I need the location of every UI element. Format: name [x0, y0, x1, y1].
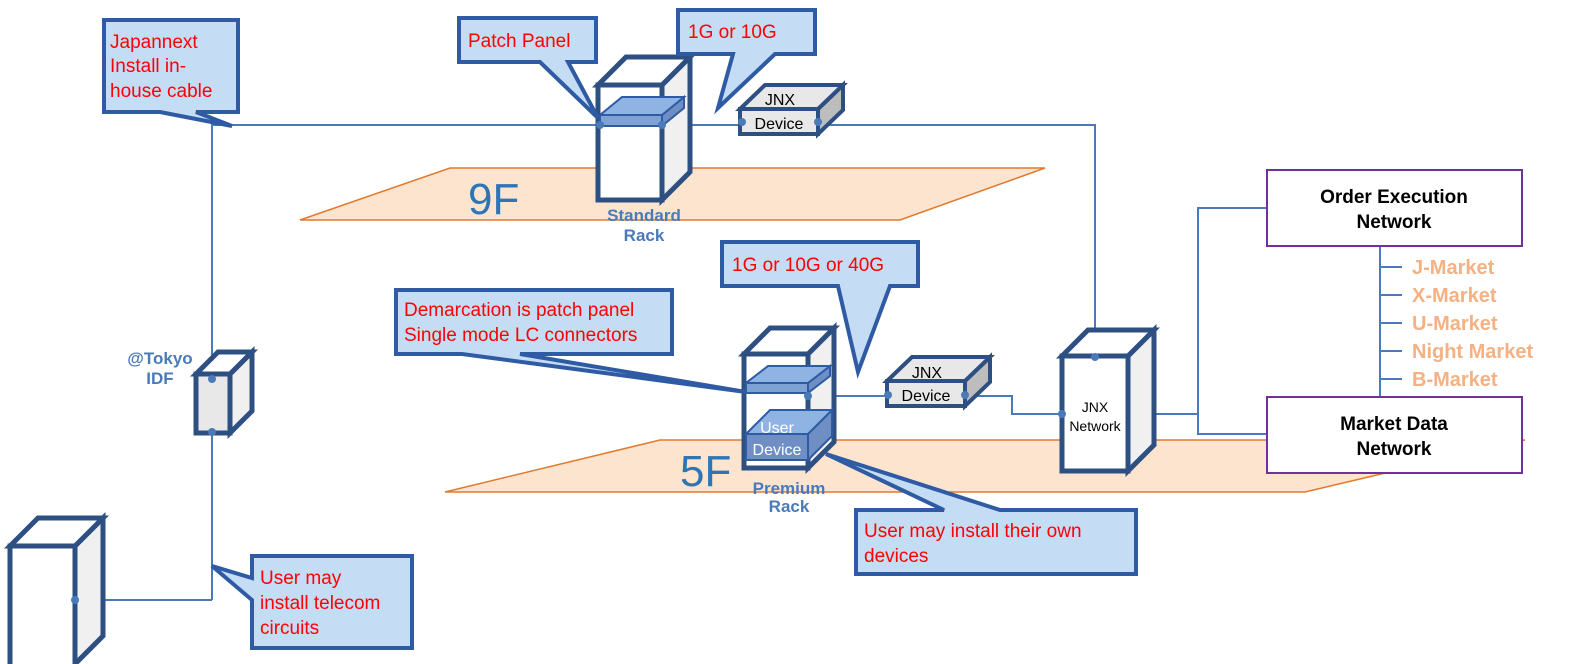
callout-text: 1G or 10G or 40G [732, 255, 884, 276]
user-device-label: Device [753, 442, 802, 459]
connection-point [596, 121, 604, 129]
callout-text: install telecom [260, 593, 380, 614]
connection-point [71, 596, 79, 604]
callout-telecom: User may install telecom circuits [210, 554, 414, 650]
callout-text: house cable [110, 81, 212, 102]
callout-text: Japannext [110, 32, 198, 53]
callout-text: devices [864, 546, 928, 567]
jnx-network-label: Network [1069, 418, 1121, 434]
patch-panel-lower [743, 363, 833, 396]
patch-panel-front [745, 382, 809, 394]
standard-rack-label: Rack [624, 226, 665, 245]
callout-shape [676, 8, 817, 115]
network-box-border [1266, 396, 1523, 474]
premium-rack: User Device [737, 321, 841, 475]
network-to-order-execution-line [1128, 207, 1268, 415]
connection-point [884, 391, 892, 399]
market-item: B-Market [1412, 369, 1498, 391]
callout-text: Demarcation is patch panel [404, 300, 634, 321]
patch-panel-front [599, 114, 663, 127]
connection-point [208, 375, 216, 383]
callout-speed-upper: 1G or 10G [676, 8, 817, 115]
jnx-device-label: Device [755, 116, 804, 133]
connection-point [961, 391, 969, 399]
floor-9f-label: 9F [468, 175, 519, 224]
connection-point [804, 392, 812, 400]
rack-front [1059, 353, 1131, 474]
tokyo-idf-box [189, 345, 259, 440]
callout-text: Install in- [110, 56, 186, 77]
connection-point [738, 118, 746, 126]
jnx-network-rack: JNX Network [1055, 323, 1161, 478]
market-list: J-Market X-Market U-Market Night Market … [1380, 257, 1533, 391]
callout-text: 1G or 10G [688, 22, 777, 43]
callout-shape [102, 18, 240, 128]
network-box-border [1266, 169, 1523, 247]
jnx-device-label: JNX [912, 365, 943, 382]
standard-rack-label: Standard [607, 206, 681, 225]
connection-point [208, 428, 216, 436]
network-title: Order Execution [1320, 187, 1468, 208]
callout-demarcation: Demarcation is patch panel Single mode L… [394, 288, 747, 394]
connection-points [71, 118, 1099, 604]
floor-9f-plane [299, 167, 1046, 221]
market-item: Night Market [1412, 341, 1533, 363]
callout-text: User may [260, 568, 342, 589]
callout-shape [457, 16, 600, 120]
user-device-label: User [760, 420, 794, 437]
connection-point [814, 118, 822, 126]
premium-rack-label: Rack [769, 497, 810, 516]
callout-text: circuits [260, 618, 319, 639]
callout-text: User may install their own [864, 521, 1082, 542]
premium-rack-label: Premium [753, 479, 826, 498]
network-title: Network [1357, 439, 1432, 460]
jnx-device-label: Device [902, 388, 951, 405]
callout-japannext: Japannext Install in- house cable [102, 18, 240, 128]
market-data-network-box: Market Data Network [1266, 396, 1523, 474]
market-item: J-Market [1412, 257, 1495, 279]
lower-device-to-network-line [964, 395, 1062, 415]
callout-shape [825, 452, 1138, 576]
connection-point [1058, 410, 1066, 418]
user-site-rack [3, 511, 110, 664]
connection-point [658, 121, 666, 129]
network-title: Market Data [1340, 414, 1448, 435]
jnx-device-label: JNX [765, 92, 796, 109]
callout-shape [394, 288, 747, 394]
jnx-device-upper: JNX Device [735, 80, 848, 139]
callout-shape [210, 554, 414, 650]
market-item: X-Market [1412, 285, 1497, 307]
callout-speed-lower: 1G or 10G or 40G [720, 240, 920, 379]
user-device-block: User Device [743, 407, 835, 463]
patch-panel-upper [597, 94, 687, 129]
standard-rack [591, 50, 697, 207]
tokyo-idf-label: @Tokyo [127, 349, 192, 368]
callout-user-devices: User may install their own devices [825, 452, 1138, 576]
floor-5f-plane [444, 439, 1526, 493]
jnx-device-lower: JNX Device [882, 352, 995, 411]
tokyo-idf-label: IDF [146, 369, 173, 388]
connection-point [1091, 353, 1099, 361]
upper-device-to-network-line [818, 124, 1096, 357]
jnx-network-label: JNX [1082, 399, 1109, 415]
floor-5f-label: 5F [680, 447, 731, 496]
callout-shape [720, 240, 920, 379]
network-to-market-data-line [1197, 414, 1268, 435]
market-item: U-Market [1412, 313, 1498, 335]
callout-text: Patch Panel [468, 31, 570, 52]
user-device-front [745, 433, 809, 461]
order-execution-network-box: Order Execution Network [1266, 169, 1523, 247]
callout-text: Single mode LC connectors [404, 325, 637, 346]
inhouse-cable-line [211, 124, 742, 600]
network-title: Network [1357, 212, 1432, 233]
callout-patch-panel: Patch Panel [457, 16, 600, 120]
rack-front [7, 543, 78, 664]
